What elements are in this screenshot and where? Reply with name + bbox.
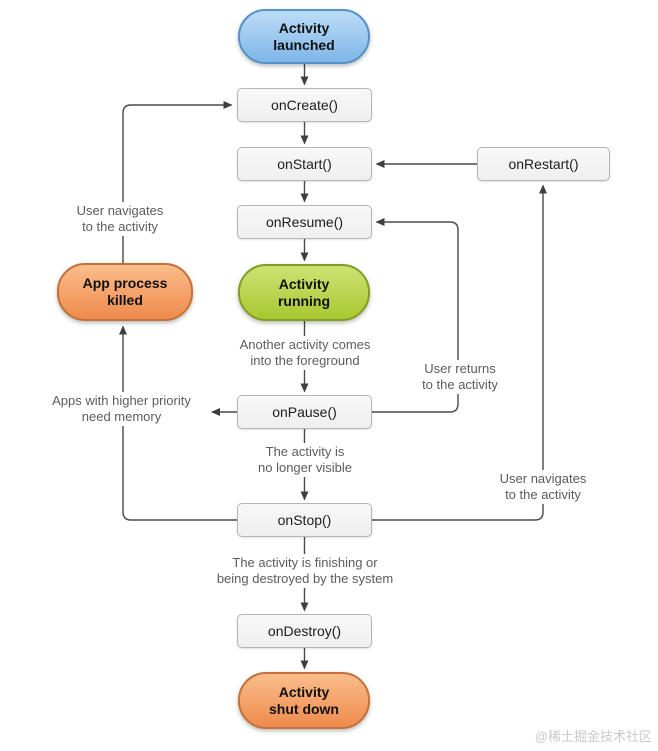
node-app-process-killed: App process killed [57, 263, 193, 321]
arrow-onstop-to-onrestart [372, 184, 547, 521]
node-oncreate: onCreate() [237, 88, 372, 122]
node-onstart: onStart() [237, 147, 372, 181]
node-onrestart: onRestart() [477, 147, 610, 181]
watermark: @稀土掘金技术社区 [534, 729, 652, 744]
label-user-navigates-left: User navigates to the activity [50, 202, 190, 236]
node-onpause: onPause() [237, 395, 372, 429]
label-another-activity-foreground: Another activity comes into the foregrou… [210, 336, 400, 370]
node-onstop: onStop() [237, 503, 372, 537]
label-activity-finishing: The activity is finishing or being destr… [195, 554, 415, 588]
arrow-onstop-to-appkilled [119, 325, 237, 521]
label-user-returns: User returns to the activity [400, 360, 520, 394]
node-activity-launched: Activity launched [238, 9, 370, 64]
node-onresume: onResume() [237, 205, 372, 239]
node-activity-shut-down: Activity shut down [238, 672, 370, 729]
node-ondestroy: onDestroy() [237, 614, 372, 648]
arrow-appkilled-to-oncreate [122, 101, 233, 263]
label-apps-higher-priority: Apps with higher priority need memory [38, 392, 205, 426]
node-activity-running: Activity running [238, 264, 370, 321]
label-activity-no-longer-visible: The activity is no longer visible [230, 443, 380, 477]
arrow-onpause-to-onresume [372, 218, 459, 413]
label-user-navigates-right: User navigates to the activity [483, 470, 603, 504]
